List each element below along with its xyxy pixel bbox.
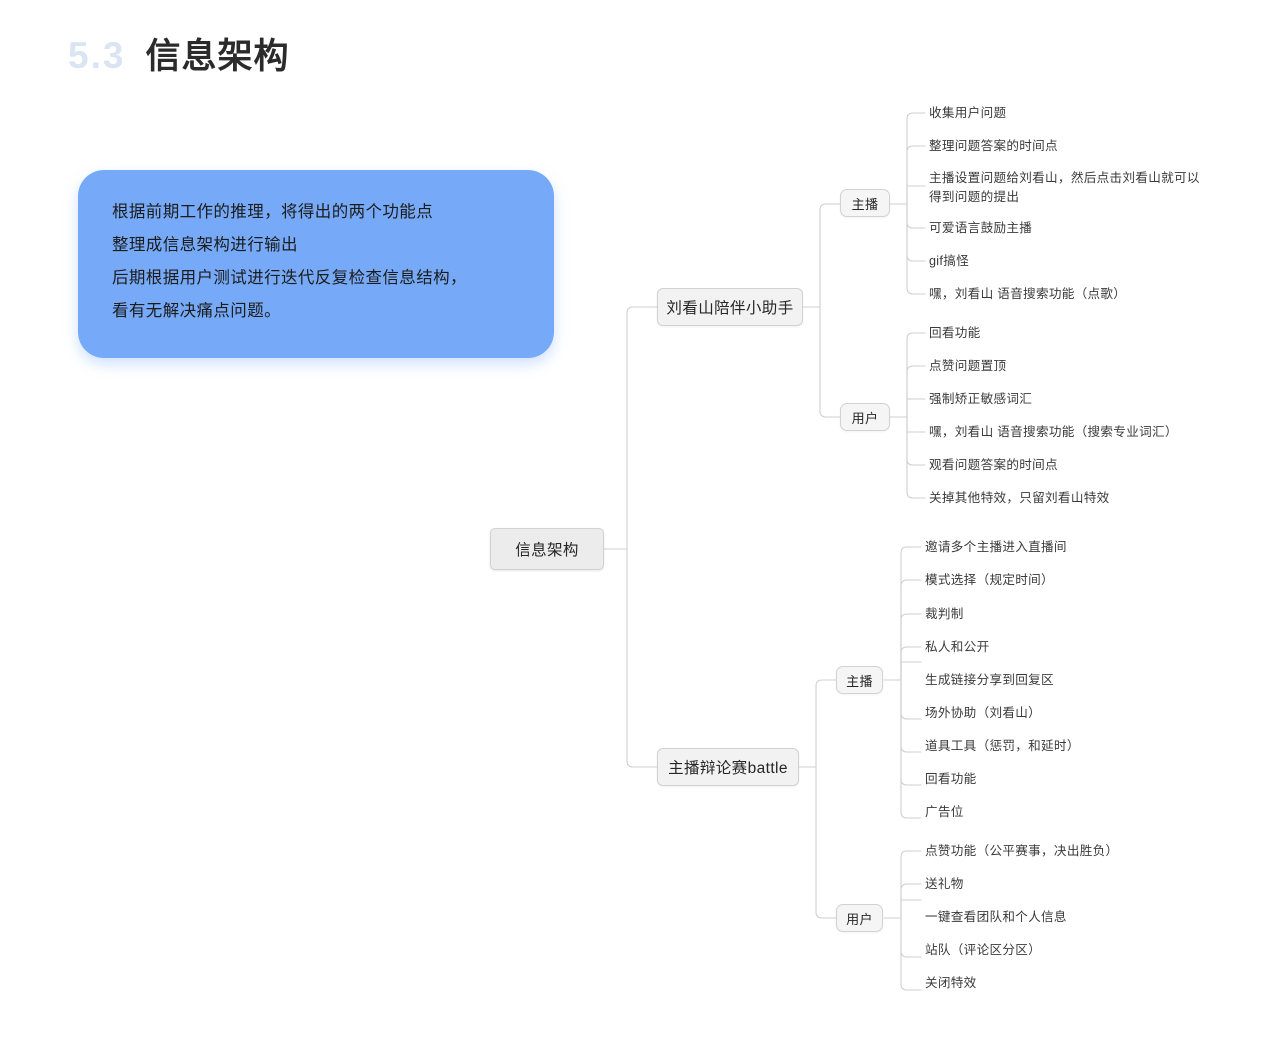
mindmap-group-label: 用户 — [851, 410, 879, 426]
mindmap-leaf[interactable]: 主播设置问题给刘看山，然后点击刘看山就可以得到问题的提出 — [929, 171, 1200, 204]
mindmap-branch-label: 主播辩论赛battle — [668, 760, 788, 777]
mindmap-leaf[interactable]: 回看功能 — [929, 326, 981, 340]
mindmap-leaf[interactable]: 私人和公开 — [925, 640, 990, 654]
mindmap-leaf[interactable]: 道具工具（惩罚，和延时） — [925, 739, 1080, 753]
mindmap-branch-node-1[interactable]: 刘看山陪伴小助手 — [657, 288, 803, 326]
callout-line: 整理成信息架构进行输出 — [112, 236, 298, 254]
mindmap-group-node-anchor-1[interactable]: 主播 — [840, 189, 890, 217]
mindmap-branch-node-2[interactable]: 主播辩论赛battle — [657, 748, 799, 786]
callout-line: 看有无解决痛点问题。 — [112, 302, 281, 320]
mindmap-leaf[interactable]: 邀请多个主播进入直播间 — [925, 540, 1067, 554]
mindmap-leaf[interactable]: 点赞问题置顶 — [929, 359, 1007, 373]
mindmap-leaf[interactable]: 嘿，刘看山 语音搜索功能（点歌） — [929, 287, 1127, 301]
mindmap-leaf[interactable]: 观看问题答案的时间点 — [929, 458, 1058, 472]
mindmap-group-node-user-1[interactable]: 用户 — [840, 403, 890, 431]
mindmap-group-node-anchor-2[interactable]: 主播 — [836, 666, 883, 694]
mindmap-leaf[interactable]: 一键查看团队和个人信息 — [925, 910, 1067, 924]
mindmap-leaf[interactable]: 场外协助（刘看山） — [925, 706, 1042, 720]
page-title: 5.3 信息架构 — [68, 28, 289, 79]
mindmap-root-label: 信息架构 — [515, 542, 579, 559]
page-title-text: 信息架构 — [145, 37, 290, 76]
mindmap-root-node[interactable]: 信息架构 — [490, 528, 604, 570]
mindmap-leaf[interactable]: 收集用户问题 — [929, 106, 1007, 120]
mindmap-leaf[interactable]: 关闭特效 — [925, 976, 977, 990]
mindmap-leaf[interactable]: 关掉其他特效，只留刘看山特效 — [929, 491, 1110, 505]
mindmap-leaf[interactable]: 可爱语言鼓励主播 — [929, 221, 1033, 235]
description-callout: 根据前期工作的推理，将得出的两个功能点 整理成信息架构进行输出 后期根据用户测试… — [78, 170, 554, 358]
mindmap-leaf[interactable]: 回看功能 — [925, 772, 977, 786]
mindmap-leaf[interactable]: 裁判制 — [925, 607, 964, 621]
mindmap-leaf[interactable]: 模式选择（规定时间） — [925, 573, 1054, 587]
mindmap-leaf[interactable]: 送礼物 — [925, 877, 964, 891]
mindmap-leaf[interactable]: 广告位 — [925, 805, 964, 819]
mindmap-leaf[interactable]: 整理问题答案的时间点 — [929, 139, 1058, 153]
callout-line: 后期根据用户测试进行迭代反复检查信息结构， — [112, 269, 467, 287]
mindmap-leaf[interactable]: 生成链接分享到回复区 — [925, 673, 1054, 687]
mindmap-leaf[interactable]: 强制矫正敏感词汇 — [929, 392, 1033, 406]
mindmap-group-label: 主播 — [846, 673, 873, 689]
mindmap-group-label: 用户 — [846, 911, 873, 927]
callout-line: 根据前期工作的推理，将得出的两个功能点 — [112, 203, 434, 221]
mindmap-branch-label: 刘看山陪伴小助手 — [666, 300, 794, 317]
mindmap-leaf[interactable]: 站队（评论区分区） — [925, 943, 1042, 957]
mindmap-leaf[interactable]: 点赞功能（公平赛事，决出胜负） — [925, 844, 1119, 858]
page-title-number: 5.3 — [68, 35, 126, 76]
mindmap-leaf[interactable]: 嘿，刘看山 语音搜索功能（搜索专业词汇） — [929, 425, 1178, 439]
mindmap-group-label: 主播 — [851, 196, 879, 212]
mindmap-leaf[interactable]: gif搞怪 — [929, 254, 969, 268]
mindmap-group-node-user-2[interactable]: 用户 — [836, 904, 883, 932]
